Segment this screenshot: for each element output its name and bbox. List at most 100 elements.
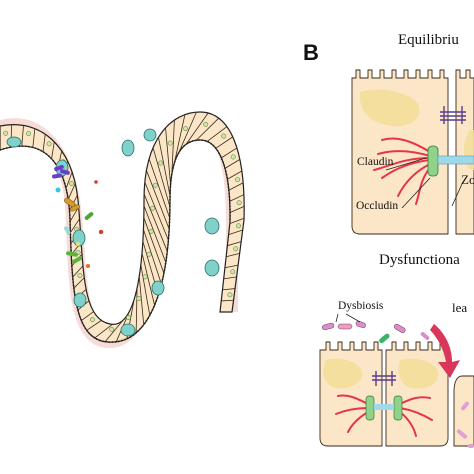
equilibrium-title: Equilibriu xyxy=(398,32,459,48)
cell-boundary xyxy=(228,229,243,236)
cell-nucleus xyxy=(142,274,148,280)
cell-boundary xyxy=(224,264,239,269)
cell-boundary xyxy=(86,320,102,331)
bacteria-icon xyxy=(86,264,90,268)
zo-protein xyxy=(374,404,394,410)
cell-boundary xyxy=(195,117,219,141)
cell-nucleus xyxy=(3,130,9,136)
cell-nucleus xyxy=(69,181,74,186)
cell-boundary xyxy=(21,125,24,147)
cell-boundary xyxy=(222,288,236,291)
cell-boundary xyxy=(229,217,245,224)
cell-nucleus xyxy=(46,141,52,147)
cell-nucleus xyxy=(167,140,173,146)
cell-boundary xyxy=(70,218,80,233)
tight-junction xyxy=(427,145,439,177)
cell-boundary xyxy=(135,288,138,333)
claudin-label: Claudin xyxy=(357,156,394,168)
bacteria-icon xyxy=(52,164,70,179)
cell-nuclei xyxy=(3,121,242,332)
cell-boundary xyxy=(224,159,241,169)
cell-nucleus xyxy=(136,296,142,302)
cell-boundary xyxy=(152,147,171,208)
desmosome-icon xyxy=(372,371,396,386)
cell-nucleus xyxy=(126,315,131,321)
villus-epithelium xyxy=(0,111,245,349)
mucosa-halo xyxy=(0,117,239,349)
cell-boundary xyxy=(65,172,73,189)
bacteria-icon xyxy=(84,212,94,220)
desmosome-icon xyxy=(440,106,466,124)
bacteria-icon xyxy=(321,320,406,333)
bacteria-icon xyxy=(420,332,430,340)
zo-label: Zo xyxy=(461,172,474,187)
cell-boundary xyxy=(72,265,84,278)
cell-nucleus xyxy=(230,154,236,160)
cell-nucleus xyxy=(152,182,158,188)
cell-boundary xyxy=(42,134,46,152)
claudin-strands xyxy=(335,394,433,437)
equilibrium-cells xyxy=(351,69,474,235)
cell-boundary xyxy=(221,147,238,159)
epithelial-cell-right xyxy=(385,341,449,447)
cell-boundary xyxy=(148,158,171,219)
cell-boundary xyxy=(81,311,94,321)
bacteria-icon xyxy=(456,401,474,448)
cell-boundary xyxy=(226,253,240,258)
cell-nucleus xyxy=(89,317,95,323)
cell-boundary xyxy=(227,170,243,180)
cell-boundary xyxy=(138,276,145,325)
dysfunctional-title: Dysfunctiona xyxy=(379,252,460,268)
cell-boundary xyxy=(174,114,186,163)
cell-nucleus xyxy=(398,358,439,389)
cell-boundary xyxy=(158,137,171,196)
cell-nucleus xyxy=(203,121,209,127)
cell-boundary xyxy=(94,324,113,339)
cell-boundary xyxy=(165,127,171,185)
cell-boundary xyxy=(144,181,169,241)
cell-boundary xyxy=(227,241,242,247)
cell-nucleus xyxy=(236,223,241,229)
cell-nucleus xyxy=(146,251,152,257)
cell-boundary xyxy=(143,193,168,252)
cell-boundary xyxy=(51,141,55,159)
cell-nucleus xyxy=(235,177,240,183)
bacteria-icon xyxy=(64,197,80,212)
cell-boundary xyxy=(146,170,170,230)
cell-boundary xyxy=(140,264,151,316)
cell-nucleus xyxy=(230,269,236,275)
cell-boundary xyxy=(141,252,155,306)
cell-nucleus xyxy=(26,131,32,137)
cell-nucleus xyxy=(150,205,156,211)
cell-boundary xyxy=(215,136,233,149)
cell-nucleus xyxy=(158,160,164,166)
cell-boundary xyxy=(171,120,175,174)
cell-nucleus xyxy=(359,89,420,127)
leak-arrow-icon xyxy=(430,324,460,378)
cell-boundary xyxy=(229,206,245,213)
bacteria-icon xyxy=(379,333,390,344)
cell-nucleus xyxy=(233,246,239,252)
cell-nucleus xyxy=(323,358,363,389)
cell-boundary xyxy=(206,126,228,142)
bacteria-icon xyxy=(55,187,61,193)
goblet-cells xyxy=(6,128,220,337)
panel-b-letter: B xyxy=(303,40,319,65)
cell-boundary xyxy=(178,111,197,153)
cell-boundary xyxy=(143,229,162,285)
cell-boundary xyxy=(73,277,85,289)
luminal-bacteria xyxy=(52,164,104,268)
cell-boundary xyxy=(223,276,237,280)
cell-nucleus xyxy=(227,292,233,298)
bacteria-icon xyxy=(94,180,98,184)
brush-border xyxy=(0,139,231,343)
cell-nucleus xyxy=(109,326,115,332)
cell-nucleus xyxy=(183,126,189,132)
bacteria-icon xyxy=(98,229,104,235)
zo-protein xyxy=(437,155,474,165)
tight-junction xyxy=(365,395,375,421)
cell-boundary xyxy=(143,217,165,274)
cell-boundary xyxy=(67,183,76,200)
cell-boundary xyxy=(32,128,36,148)
tight-junction xyxy=(393,395,403,421)
